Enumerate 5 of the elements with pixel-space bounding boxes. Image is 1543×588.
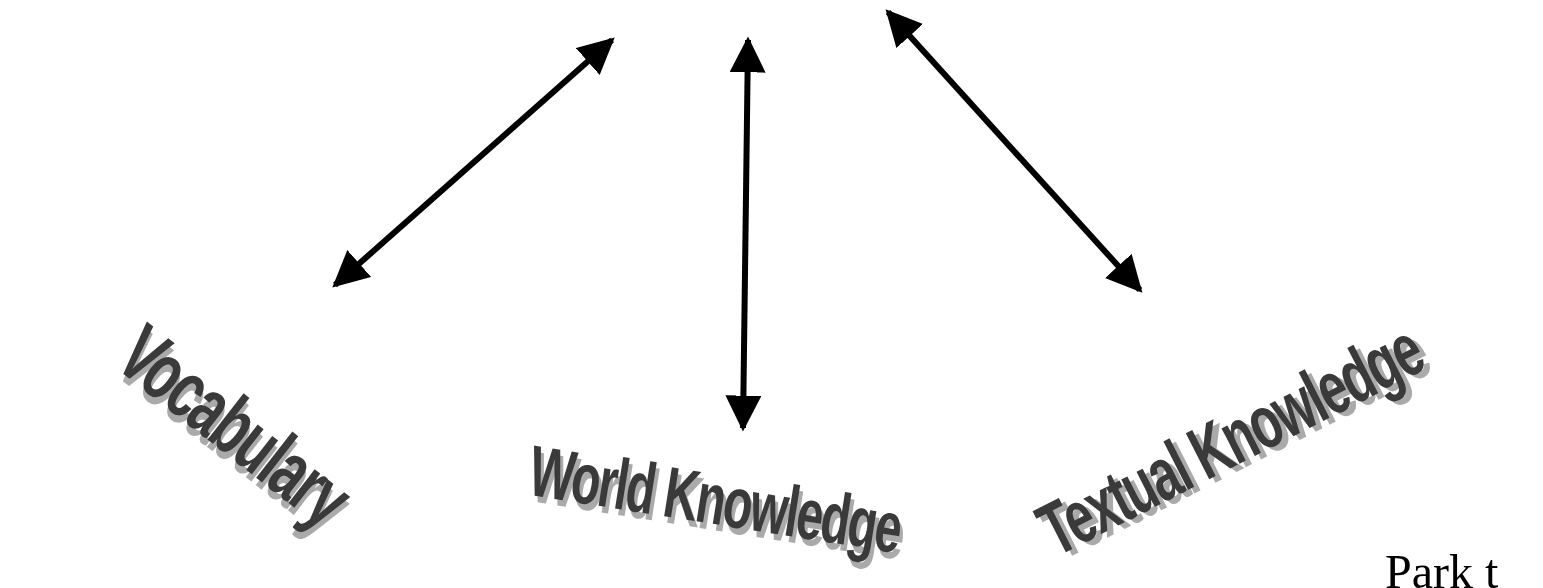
double-arrow bbox=[725, 36, 766, 432]
double-arrow bbox=[332, 37, 615, 288]
citation-text: Park t bbox=[1385, 548, 1499, 588]
double-arrow bbox=[885, 9, 1143, 293]
arc-word: World Knowledge bbox=[524, 435, 906, 565]
